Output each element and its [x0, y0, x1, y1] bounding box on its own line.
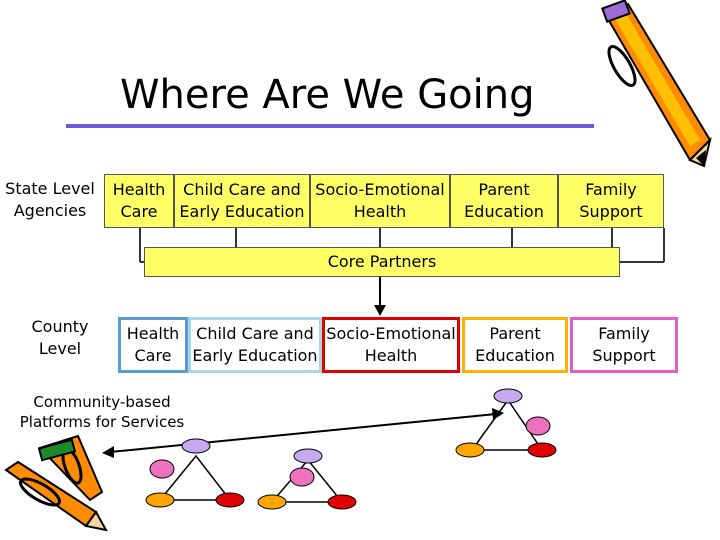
county-box-family-support: Family Support: [570, 317, 678, 373]
state-to-core-connectors: [139, 228, 665, 263]
title-underline: [66, 124, 594, 128]
county-level-label: County Level: [31, 317, 89, 358]
county-box-socio-emotional: Socio-Emotional Health: [322, 317, 460, 373]
network-node-group-3: [455, 388, 557, 458]
pencil-icon-top-right: [601, 0, 712, 168]
core-partners-bar: Core Partners: [144, 247, 620, 277]
state-box-socio-emotional: Socio-Emotional Health: [310, 174, 450, 228]
network-node-group-2: [257, 448, 357, 510]
core-down-arrow: [374, 277, 386, 316]
state-box-health-care: Health Care: [104, 174, 174, 228]
state-box-family-support: Family Support: [558, 174, 664, 228]
state-level-label: State Level Agencies: [5, 179, 95, 220]
page-title: Where Are We Going: [120, 72, 535, 118]
network-node-group-1: [145, 438, 245, 508]
community-platforms-label: Community-based Platforms for Services: [10, 392, 194, 432]
county-box-child-care: Child Care and Early Education: [188, 317, 322, 373]
county-box-health-care: Health Care: [118, 317, 188, 373]
state-box-child-care: Child Care and Early Education: [174, 174, 310, 228]
state-box-parent-education: Parent Education: [450, 174, 558, 228]
pencil-icon-bottom-left: [4, 434, 108, 532]
county-box-parent-education: Parent Education: [462, 317, 568, 373]
